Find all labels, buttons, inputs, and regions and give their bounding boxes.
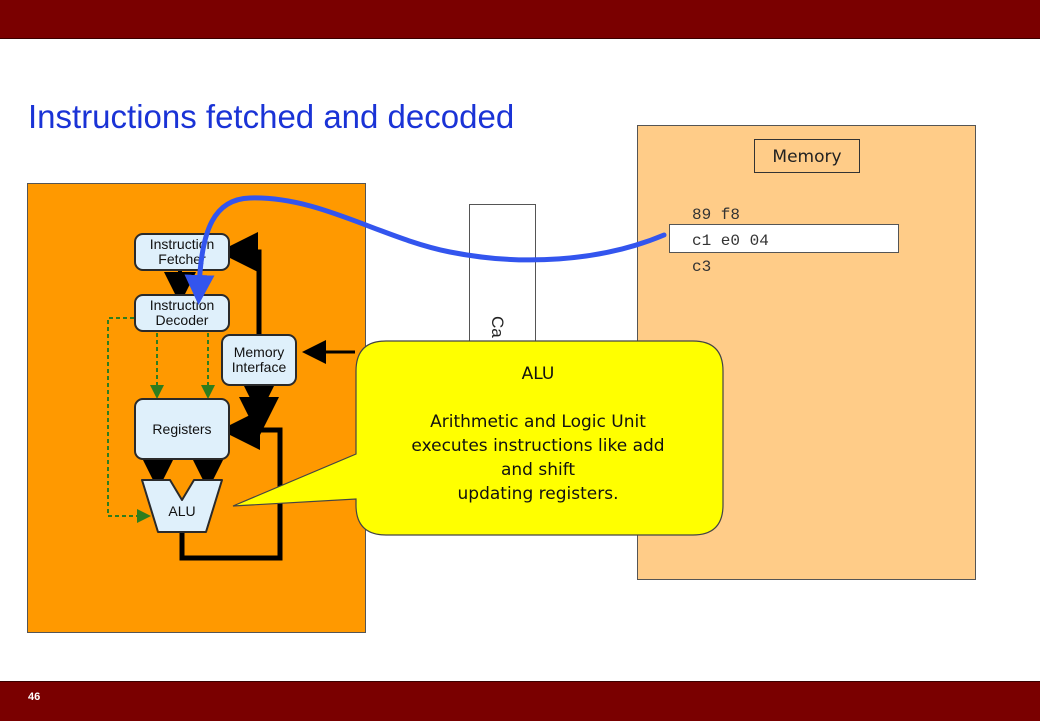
dash-decoder-alu: [107, 317, 151, 523]
callout-body: Arithmetic and Logic Unit executes instr…: [411, 412, 665, 504]
instruction-fetcher-label: Instruction Fetcher: [149, 236, 215, 267]
memory-highlight-row: [669, 224, 899, 253]
slide-title: Instructions fetched and decoded: [28, 98, 515, 135]
memory-line-1: c1 e0 04: [692, 232, 769, 250]
fetch-arrow: [184, 195, 667, 305]
alu-callout-text: ALU Arithmetic and Logic Unit executes i…: [358, 362, 718, 506]
arrow-alu-registers: [179, 410, 283, 561]
instruction-fetcher-node: Instruction Fetcher: [134, 233, 230, 271]
registers-node: Registers: [134, 398, 230, 460]
memory-interface-label: Memory Interface: [231, 344, 287, 375]
arrow-memif-fetcher: [218, 232, 262, 334]
alu-shape: [141, 479, 223, 533]
alu-callout-shape: [232, 340, 724, 536]
memory-title: Memory: [754, 139, 860, 173]
slide-number: 46: [28, 691, 41, 703]
registers-label: Registers: [152, 420, 212, 437]
bottom-bar: 46: [0, 681, 1040, 721]
alu-label-box: ALU: [150, 499, 214, 523]
memory-line-2: c3: [692, 258, 712, 276]
alu-label: ALU: [168, 502, 196, 519]
memory-line-0: 89 f8: [692, 206, 741, 224]
memory-interface-node: Memory Interface: [221, 334, 297, 386]
top-bar: [0, 0, 1040, 39]
instruction-decoder-node: Instruction Decoder: [134, 294, 230, 332]
callout-title: ALU: [521, 364, 555, 384]
